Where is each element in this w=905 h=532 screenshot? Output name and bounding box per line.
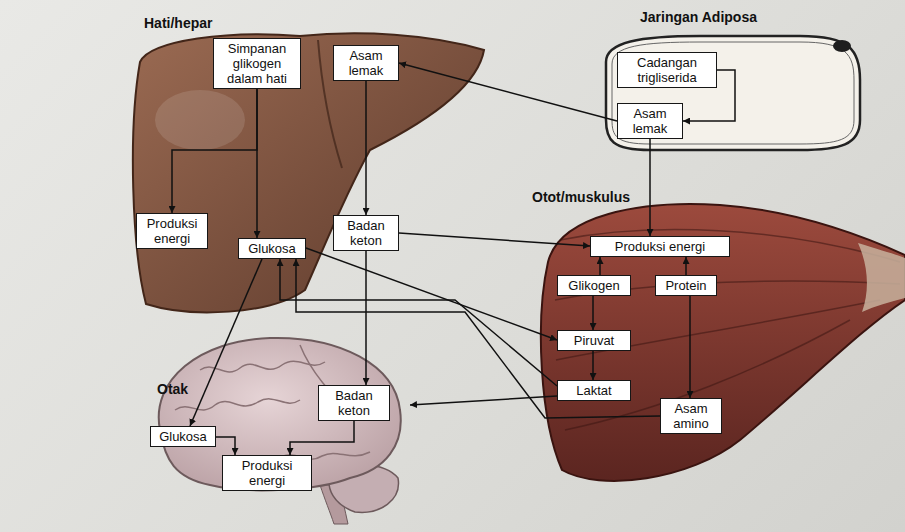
fat-cell-inner-outline: [612, 42, 854, 144]
process-box: Laktat: [557, 380, 631, 401]
process-box: Badan keton: [333, 215, 399, 251]
region-heading: Jaringan Adiposa: [638, 9, 759, 26]
box-label: Produksi energi: [227, 458, 307, 488]
brain-gyrus: [200, 361, 325, 372]
muscle-shape: [541, 204, 905, 481]
process-box: Cadangan trigliserida: [617, 52, 717, 88]
adipose-illustration: [606, 36, 860, 150]
box-label: Laktat: [562, 383, 626, 398]
process-box: Protein: [655, 275, 717, 296]
organ-region: OtakGlukosa Badan ketonProduksi energi: [148, 335, 410, 527]
box-label: Asam amino: [665, 401, 717, 431]
flow-arrow: [649, 139, 651, 236]
liver-highlight: [155, 90, 245, 150]
region-heading: Otak: [155, 381, 190, 398]
flow-arrow: [256, 89, 258, 238]
box-label: Protein: [660, 278, 712, 293]
process-box: Asam lemak: [333, 45, 399, 81]
muscle-illustration: [541, 204, 905, 481]
box-label: Glukosa: [155, 429, 211, 444]
fat-cell-nucleus: [833, 40, 851, 52]
flow-arrow: [280, 259, 557, 386]
flow-arrow: [365, 81, 367, 215]
flow-arrow: [399, 63, 617, 121]
process-box: Glikogen: [557, 275, 631, 296]
flow-arrow: [290, 421, 354, 455]
flow-arrow: [689, 296, 691, 398]
flow-arrow: [599, 257, 601, 275]
flow-arrow: [399, 233, 590, 246]
flow-arrow: [216, 437, 235, 455]
cerebrum: [159, 338, 401, 490]
process-box: Produksi energi: [590, 236, 730, 257]
process-box: Glukosa: [238, 238, 306, 259]
process-box: Asam lemak: [617, 103, 683, 139]
liver-illustration: [133, 33, 484, 312]
flow-arrow: [592, 351, 594, 380]
box-label: Glukosa: [243, 241, 301, 256]
process-box: Produksi energi: [222, 455, 312, 491]
flow-arrow: [306, 248, 557, 340]
process-box: Badan keton: [318, 385, 390, 421]
liver-shape: [133, 33, 484, 312]
box-label: Simpanan glikogen dalam hati: [218, 41, 296, 86]
box-label: Piruvat: [562, 333, 626, 348]
flow-arrow: [410, 396, 557, 405]
box-label: Badan keton: [338, 218, 394, 248]
box-label: Asam lemak: [338, 48, 394, 78]
region-heading: Otot/muskulus: [530, 189, 632, 206]
region-heading: Hati/hepar: [142, 15, 214, 32]
brain-gyrus: [175, 399, 300, 410]
process-box: Produksi energi: [136, 213, 208, 249]
process-box: Simpanan glikogen dalam hati: [213, 38, 301, 89]
flow-arrow: [685, 257, 687, 275]
muscle-tendon: [858, 243, 905, 312]
flow-arrow: [172, 89, 257, 213]
flow-arrow: [592, 296, 594, 330]
box-label: Produksi energi: [595, 239, 725, 254]
flow-arrow: [365, 251, 367, 385]
box-label: Glikogen: [562, 278, 626, 293]
process-box: Piruvat: [557, 330, 631, 351]
organ-region: Hati/heparSimpanan glikogen dalam hati As…: [130, 8, 490, 318]
box-label: Cadangan trigliserida: [622, 55, 712, 85]
organ-region: Otot/muskulusProduksi energiGlikogen Prot…: [528, 150, 905, 495]
organ-region: Jaringan AdiposaCadangan trigliseridaAsa…: [598, 4, 866, 156]
process-box: Glukosa: [150, 426, 216, 447]
process-box: Asam amino: [660, 398, 722, 434]
flow-arrow: [296, 259, 660, 418]
muscle-striation: [560, 230, 900, 262]
box-label: Produksi energi: [141, 216, 203, 246]
box-label: Badan keton: [323, 388, 385, 418]
fat-cell-outline: [606, 36, 860, 150]
flow-arrow: [190, 259, 262, 426]
box-label: Asam lemak: [622, 106, 678, 136]
